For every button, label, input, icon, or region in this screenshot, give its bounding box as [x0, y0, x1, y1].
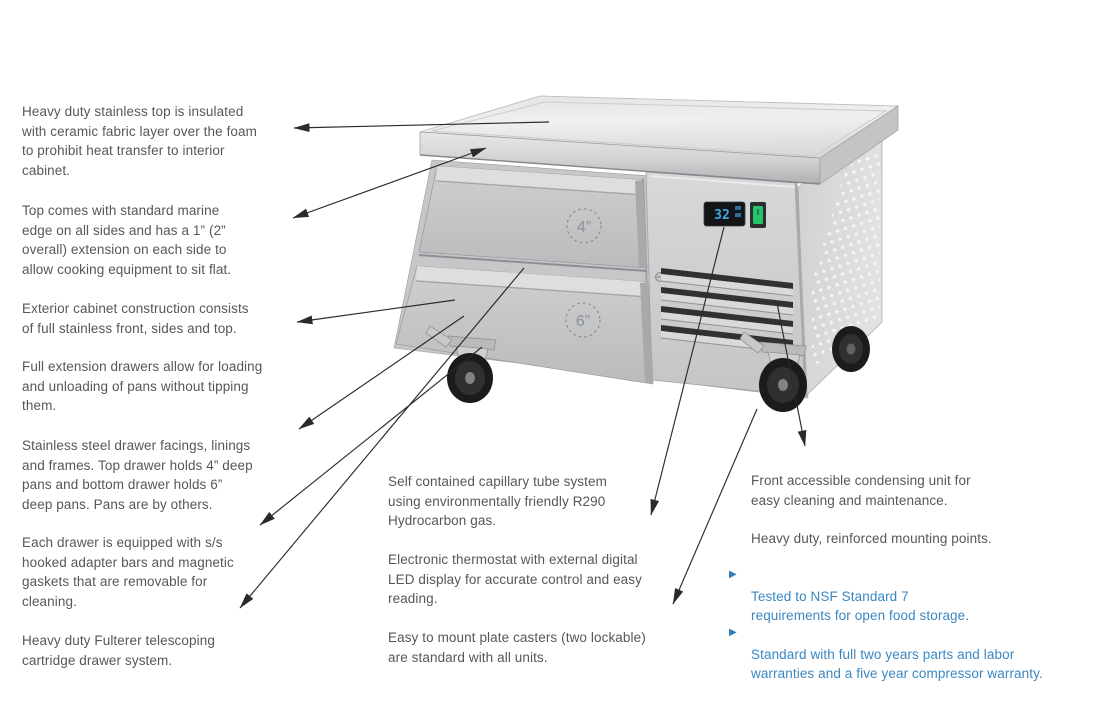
arrow-casters	[672, 408, 758, 605]
note-warranty: ▶ Standard with full two years parts and …	[729, 625, 1096, 684]
note-insulated-top: Heavy duty stainless top is insulated wi…	[22, 104, 257, 178]
side-panel-perforation	[812, 146, 880, 368]
note-thermostat: Electronic thermostat with external digi…	[388, 552, 642, 607]
leader-arrows	[239, 121, 807, 609]
insulated-top	[419, 95, 900, 185]
bottom-drawer[interactable]: 6”	[395, 265, 654, 385]
note-drawer-facings: Stainless steel drawer facings, linings …	[22, 438, 253, 512]
note-fulterer-system: Heavy duty Fulterer telescoping cartridg…	[22, 633, 215, 668]
note-capillary-system: Self contained capillary tube system usi…	[388, 474, 607, 529]
front-right-caster	[739, 331, 807, 412]
condensing-door: 32	[645, 171, 808, 397]
top-drawer-label: 4”	[577, 219, 591, 236]
note-exterior-cabinet: Exterior cabinet construction consists o…	[22, 301, 249, 336]
arrow-exterior-cabinet	[296, 299, 456, 325]
arrow-marine-edge	[292, 147, 487, 219]
note-mounting-points: Heavy duty, reinforced mounting points.	[751, 531, 992, 546]
rear-caster	[832, 326, 870, 372]
power-switch[interactable]	[750, 202, 766, 228]
arrow-thermostat	[650, 226, 725, 516]
condenser-louvers	[660, 268, 794, 354]
arrow-condensing-unit	[776, 302, 807, 447]
top-drawer-size-badge	[566, 208, 602, 244]
top-drawer[interactable]: 4”	[418, 165, 648, 269]
arrow-insulated-top	[293, 121, 550, 133]
note-marine-edge: Top comes with standard marine edge on a…	[22, 203, 232, 277]
note-plate-casters: Easy to mount plate casters (two lockabl…	[388, 630, 646, 665]
bullet-icon: ▶	[729, 627, 737, 638]
display-value: 32	[714, 208, 730, 223]
note-nsf-standard-text: Tested to NSF Standard 7 requirements fo…	[751, 588, 970, 624]
note-condensing-unit: Front accessible condensing unit for eas…	[751, 473, 971, 508]
thermostat-display[interactable]: 32	[703, 201, 746, 227]
bullet-icon: ▶	[729, 569, 737, 580]
bottom-drawer-size-badge	[565, 302, 601, 338]
top-right-edge	[819, 105, 899, 185]
bottom-drawer-label: 6”	[576, 313, 590, 330]
note-nsf-standard: ▶ Tested to NSF Standard 7 requirements f…	[729, 567, 1091, 626]
arrow-full-extension	[298, 315, 465, 430]
note-warranty-text: Standard with full two years parts and l…	[751, 646, 1043, 682]
arrow-fulterer-system	[239, 267, 525, 609]
note-adapter-bars: Each drawer is equipped with s/s hooked …	[22, 535, 234, 609]
note-full-extension: Full extension drawers allow for loading…	[22, 359, 263, 414]
arrow-drawer-facings	[259, 346, 483, 526]
cabinet-body: 32	[393, 132, 883, 412]
